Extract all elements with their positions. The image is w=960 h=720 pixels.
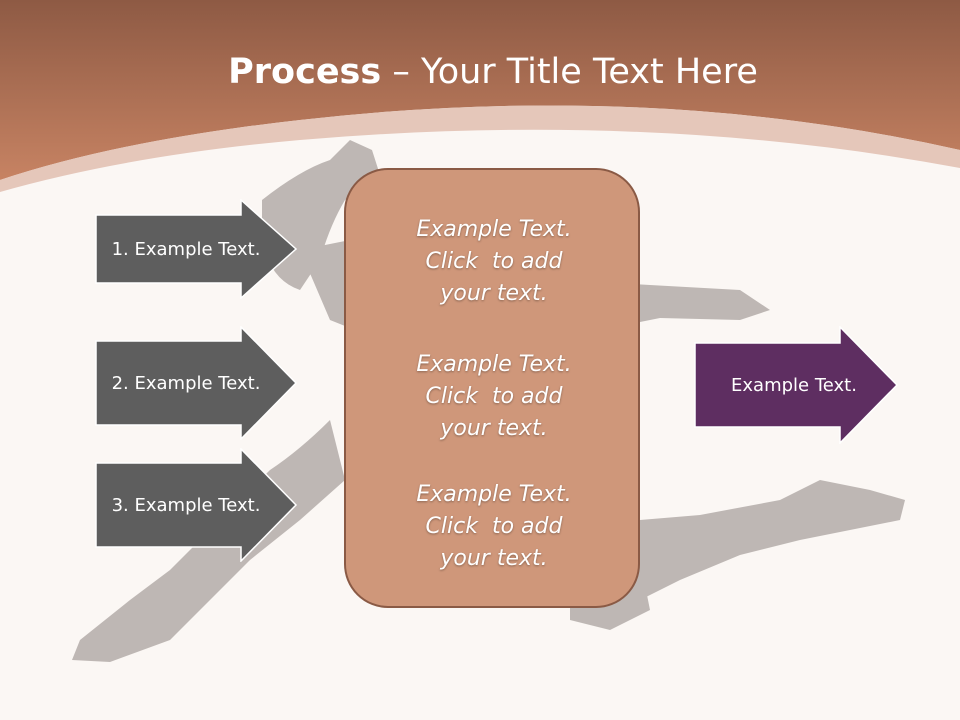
step-arrow-label: 3. Example Text. [111,494,261,516]
center-text-box[interactable]: Example Text. Click to add your text. Ex… [344,168,640,608]
header-swoosh [0,105,960,192]
result-arrow[interactable]: Example Text. [694,326,900,444]
center-text-block-1[interactable]: Example Text. Click to add your text. [346,214,642,310]
block-line: Example Text. [416,352,572,377]
result-arrow-label: Example Text. [731,374,857,396]
block-line: Example Text. [416,217,572,242]
center-text-block-2[interactable]: Example Text. Click to add your text. [346,349,642,445]
block-line: your text. [440,416,548,441]
step-arrow-1[interactable]: 1. Example Text. [95,199,299,299]
block-line: Click to add [425,249,563,274]
block-line: Example Text. [416,482,572,507]
step-arrow-2[interactable]: 2. Example Text. [95,326,299,440]
header-band [0,0,960,180]
block-line: your text. [440,546,548,571]
block-line: your text. [440,281,548,306]
block-line: Click to add [425,514,563,539]
title-bold: Process [228,52,382,92]
step-arrow-3[interactable]: 3. Example Text. [95,448,299,562]
step-arrow-label: 2. Example Text. [111,372,261,394]
slide-title[interactable]: Process – Your Title Text Here [0,52,960,92]
title-rest: – Your Title Text Here [381,52,758,92]
block-line: Click to add [425,384,563,409]
center-text-block-3[interactable]: Example Text. Click to add your text. [346,479,642,575]
step-arrow-label: 1. Example Text. [111,238,261,260]
